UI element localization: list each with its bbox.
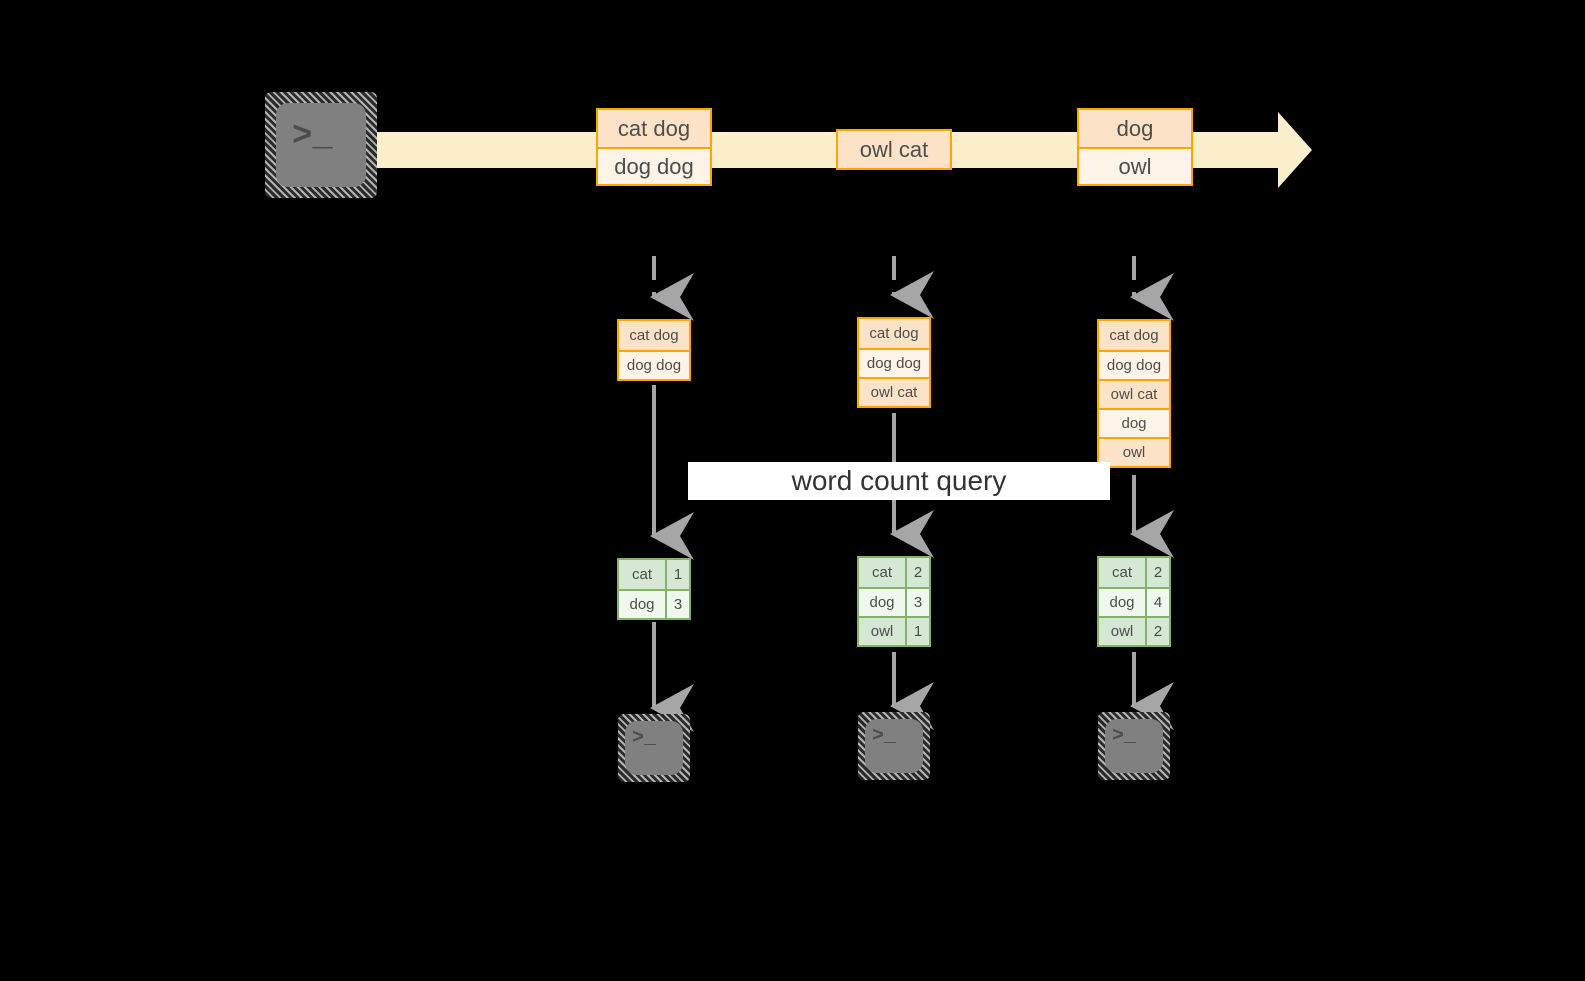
stack-line: owl cat [859,377,929,406]
terminal-body [865,719,923,773]
terminal-prompt-glyph: >_ [1112,725,1137,748]
snapshot-3-result-table: cat 2 dog 4 owl 2 [1097,556,1171,647]
stack-line: owl [1099,437,1169,466]
snapshot-1-result-table: cat 1 dog 3 [617,558,691,620]
result-count: 2 [905,558,929,587]
stream-message-line: owl [1079,147,1191,184]
stack-line: cat dog [619,321,689,350]
stack-line: cat dog [859,319,929,348]
terminal-body [1105,719,1163,773]
source-terminal-icon: >_ [265,92,377,198]
snapshot-3-input-stack: cat dog dog dog owl cat dog owl [1097,319,1171,468]
stack-line: cat dog [1099,321,1169,350]
table-row: cat 2 [1099,558,1169,587]
table-row: dog 3 [619,589,689,618]
stream-message-line: cat dog [598,110,710,147]
result-word: owl [1099,618,1145,645]
table-row: cat 1 [619,560,689,589]
terminal-body [625,721,683,775]
result-count: 2 [1145,558,1169,587]
stream-message-line: dog dog [598,147,710,184]
sink-terminal-icon-2: >_ [858,712,930,780]
stream-message-1: cat dog dog dog [596,108,712,186]
terminal-body [276,103,366,187]
query-label-text: word count query [791,465,1007,496]
snapshot-2-result-table: cat 2 dog 3 owl 1 [857,556,931,647]
result-count: 2 [1145,618,1169,645]
snapshot-1-input-stack: cat dog dog dog [617,319,691,381]
stream-message-3: dog owl [1077,108,1193,186]
table-row: owl 2 [1099,616,1169,645]
result-count: 1 [665,560,689,589]
query-label-band: word count query [688,462,1110,500]
sink-terminal-icon-3: >_ [1098,712,1170,780]
stack-line: dog dog [859,348,929,377]
table-row: cat 2 [859,558,929,587]
result-word: cat [859,558,905,587]
stream-message-2: owl cat [836,129,952,170]
result-count: 3 [905,589,929,616]
table-row: dog 4 [1099,587,1169,616]
result-count: 3 [665,591,689,618]
result-count: 1 [905,618,929,645]
result-count: 4 [1145,589,1169,616]
sink-terminal-icon-1: >_ [618,714,690,782]
stream-message-line: owl cat [838,131,950,168]
result-word: dog [859,589,905,616]
stack-line: dog [1099,408,1169,437]
result-word: dog [1099,589,1145,616]
result-word: cat [619,560,665,589]
result-word: dog [619,591,665,618]
table-row: dog 3 [859,587,929,616]
snapshot-2-input-stack: cat dog dog dog owl cat [857,317,931,408]
stack-line: dog dog [619,350,689,379]
stream-message-line: dog [1079,110,1191,147]
terminal-prompt-glyph: >_ [292,118,333,156]
terminal-prompt-glyph: >_ [872,725,897,748]
result-word: owl [859,618,905,645]
result-word: cat [1099,558,1145,587]
stack-line: owl cat [1099,379,1169,408]
terminal-prompt-glyph: >_ [632,727,657,750]
stack-line: dog dog [1099,350,1169,379]
table-row: owl 1 [859,616,929,645]
